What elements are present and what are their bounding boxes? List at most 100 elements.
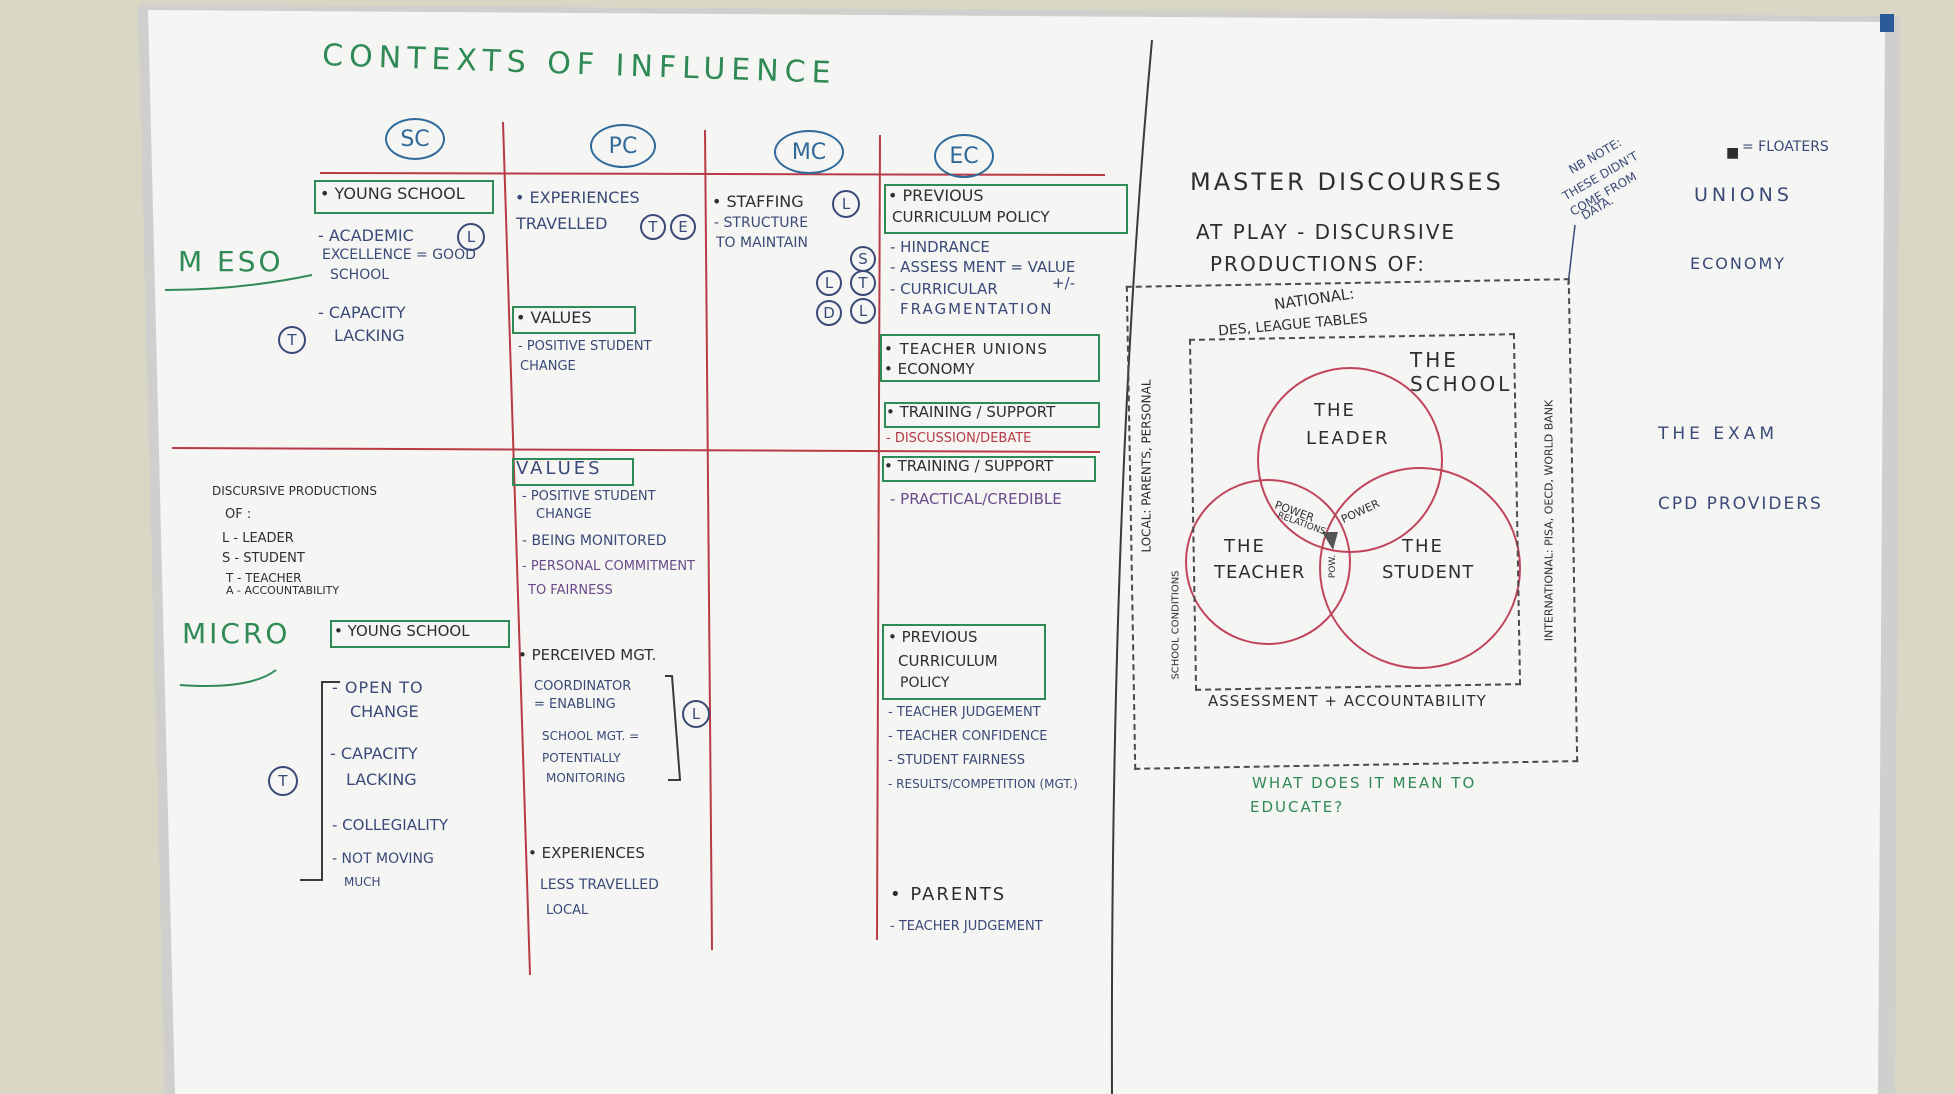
sc-micro-1: • YOUNG SCHOOL: [334, 622, 470, 640]
ec-meso-5: +/-: [1052, 274, 1076, 292]
legend-6: A - ACCOUNTABILITY: [226, 584, 340, 597]
grid-mid-line: [171, 447, 1101, 453]
sc-meso-1: • YOUNG SCHOOL: [320, 184, 465, 203]
ec-meso-box-2: [880, 334, 1100, 382]
pc-micro-2: COORDINATOR: [534, 679, 632, 694]
sc-micro-5: LACKING: [346, 770, 417, 789]
pc-values-box: [512, 306, 636, 334]
ec-micro-7: - RESULTS/COMPETITION (MGT.): [888, 777, 1078, 791]
sc-meso-2: - ACADEMIC: [318, 226, 414, 245]
pc-mid-2: - POSITIVE STUDENT: [522, 489, 656, 504]
pc-micro-7: • EXPERIENCES: [528, 844, 645, 862]
ec-micro-3: POLICY: [900, 675, 950, 691]
local-label-2: SCHOOL CONDITIONS: [1170, 570, 1182, 680]
header-sc: SC: [385, 118, 445, 160]
mc-meso-2: - STRUCTURE: [714, 215, 809, 231]
pc-meso-3: • VALUES: [516, 308, 592, 327]
pc-micro-6: MONITORING: [546, 771, 626, 785]
board-white: [148, 10, 1885, 1094]
pc-mid-6: TO FAIRNESS: [528, 583, 613, 598]
ec-micro-8: • PARENTS: [890, 884, 1007, 905]
header-mc: MC: [774, 130, 844, 174]
sc-micro-7: - NOT MOVING: [332, 851, 434, 867]
local-label: LOCAL: PARENTS, PERSONAL: [1139, 379, 1154, 553]
pc-micro-3: = ENABLING: [534, 697, 616, 712]
sc-meso-6: LACKING: [334, 326, 405, 345]
ec-meso-3: - HINDRANCE: [890, 238, 990, 256]
grid-col-3: [876, 134, 881, 941]
pc-meso-5: CHANGE: [520, 359, 576, 374]
ec-micro-2: CURRICULUM: [898, 652, 998, 670]
ec-mid-2: - PRACTICAL/CREDIBLE: [890, 490, 1062, 508]
pc-mid-3: CHANGE: [536, 507, 592, 522]
venn-leader-1: THE: [1314, 400, 1356, 421]
circle-letter-l-5: L: [682, 700, 710, 728]
pc-mid-values-box: [512, 458, 634, 486]
circle-letter-s-1: S: [850, 246, 876, 272]
ec-meso-4: - ASSESS MENT = VALUE: [890, 258, 1076, 276]
ec-micro-1: • PREVIOUS: [888, 628, 978, 646]
sc-meso-box: [314, 180, 494, 214]
meso-swash: [164, 274, 313, 291]
circle-letter-e: E: [670, 214, 696, 240]
pc-meso-4: - POSITIVE STUDENT: [518, 339, 652, 354]
panel-divider: [1110, 39, 1153, 1094]
legend-4: S - STUDENT: [222, 551, 305, 566]
grid-col-1: [502, 121, 531, 976]
pc-mid-4: - BEING MONITORED: [522, 533, 667, 549]
pc-meso-2: TRAVELLED: [516, 214, 608, 233]
ec-mid-box: [882, 456, 1096, 482]
question-2: EDUCATE?: [1250, 798, 1345, 816]
circle-letter-t-1: T: [278, 326, 306, 354]
sc-micro-8: MUCH: [344, 875, 381, 889]
venn-center: [1322, 532, 1338, 550]
ec-micro-box: [882, 624, 1046, 700]
venn-school-label: THE SCHOOL: [1410, 348, 1513, 396]
pc-micro-9: LOCAL: [546, 903, 589, 918]
venn-teacher-1: THE: [1224, 536, 1266, 557]
question-1: WHAT DOES IT MEAN TO: [1252, 774, 1477, 792]
ec-micro-5: - TEACHER CONFIDENCE: [888, 729, 1048, 744]
pc-micro-8: LESS TRAVELLED: [540, 877, 659, 893]
row-label-meso: M ESO: [178, 245, 284, 278]
mc-meso-3: TO MAINTAIN: [716, 235, 808, 251]
master-line-2: AT PLAY - DISCURSIVE: [1196, 220, 1457, 244]
floaters-3: ECONOMY: [1690, 254, 1787, 273]
sc-micro-4: - CAPACITY: [330, 744, 418, 763]
floaters-5: CPD PROVIDERS: [1658, 494, 1823, 514]
micro-bracket: [300, 681, 340, 881]
ec-meso-6: - CURRICULAR: [890, 280, 998, 298]
venn-pow: POW.: [1328, 554, 1339, 579]
venn-student: [1319, 467, 1521, 669]
board-corner-marker: [1880, 14, 1894, 32]
assessment-label: ASSESSMENT + ACCOUNTABILITY: [1208, 692, 1487, 710]
ec-micro-6: - STUDENT FAIRNESS: [888, 753, 1026, 768]
ec-meso-box-3: [884, 402, 1100, 428]
sc-micro-box: [330, 620, 510, 648]
header-ec: EC: [934, 134, 994, 178]
floaters-mark: ■: [1726, 145, 1740, 161]
legend-2: OF :: [225, 507, 252, 522]
legend-1: DISCURSIVE PRODUCTIONS: [212, 484, 377, 498]
circle-letter-t-4: T: [268, 766, 298, 796]
venn-student-1: THE: [1402, 536, 1444, 557]
legend-5: T - TEACHER: [226, 571, 302, 585]
sc-micro-3: CHANGE: [350, 702, 419, 721]
micro-swash: [179, 669, 277, 687]
floaters-4: THE EXAM: [1658, 424, 1778, 444]
sc-meso-5: - CAPACITY: [318, 303, 406, 322]
pc-micro-1: • PERCEIVED MGT.: [518, 646, 657, 664]
grid-col-2: [704, 129, 713, 951]
venn-leader-2: LEADER: [1306, 428, 1390, 449]
pc-bracket: [665, 675, 682, 781]
pc-meso-1: • EXPERIENCES: [515, 188, 640, 207]
ec-mid-1: • TRAINING / SUPPORT: [884, 457, 1054, 475]
ec-meso-8: • TEACHER UNIONS: [884, 340, 1048, 358]
sc-meso-3: EXCELLENCE = GOOD: [322, 247, 476, 263]
nb-arrow: [1567, 224, 1576, 286]
ec-micro-9: - TEACHER JUDGEMENT: [890, 919, 1043, 934]
sc-meso-4: SCHOOL: [330, 267, 390, 283]
ec-meso-7: FRAGMENTATION: [900, 300, 1054, 318]
